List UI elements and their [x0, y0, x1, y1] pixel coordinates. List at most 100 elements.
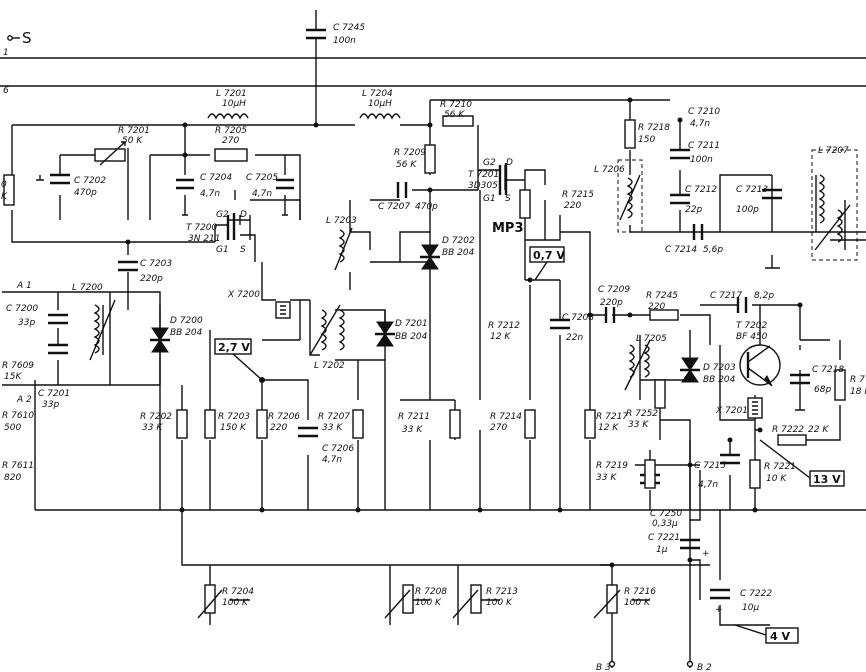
l7200-ref: L 7200: [72, 283, 103, 293]
c7200-ref: C 7200: [6, 304, 38, 314]
r7216-ref: R 7216: [624, 587, 656, 597]
c7211-value: 100n: [690, 155, 713, 165]
output-b2-label: B 2: [697, 663, 712, 672]
c7207-ref: C 7207: [378, 202, 410, 212]
t7200-value: 3N 211: [188, 234, 221, 244]
r7611-value: 820: [4, 473, 21, 483]
d7202-ref: D 7202: [442, 236, 475, 246]
r7210-ref: R 7210: [440, 100, 472, 110]
c7206-ref: C 7206: [322, 444, 354, 454]
r7218-value: 150: [638, 135, 655, 145]
resistor-symbols: [3, 115, 846, 619]
r7208-ref: R 7208: [415, 587, 447, 597]
r7203-ref: R 7203: [218, 412, 250, 422]
c7201-ref: C 7201: [38, 389, 70, 399]
r7214-value: 270: [490, 423, 507, 433]
r7212-value: 12 K: [490, 332, 511, 342]
right-resistor-ref: R 7: [850, 375, 865, 385]
c7205-ref: C 7205: [246, 173, 278, 183]
pin-s-t7200: S: [240, 245, 246, 255]
l7205-ref: L 7205: [636, 334, 667, 344]
c7209-value: 220p: [600, 298, 623, 308]
c7208-value: 22n: [566, 333, 583, 343]
r7204-value: 100 K: [222, 598, 249, 608]
r7202-value: 33 K: [142, 423, 163, 433]
pin-g1-t7200: G1: [216, 245, 229, 255]
input-a2-label: A 2: [16, 395, 32, 405]
r7204-ref: R 7204: [222, 587, 254, 597]
r7203-value: 150 K: [220, 423, 247, 433]
r7207-value: 33 K: [322, 423, 343, 433]
r7208-value: 100 K: [415, 598, 442, 608]
r7611-ref: R 7611: [2, 461, 34, 471]
c7204-ref: C 7204: [200, 173, 232, 183]
voltage-4v: 4 V: [770, 630, 790, 643]
c7245-ref: C 7245: [333, 23, 365, 33]
r7252-value: 33 K: [628, 420, 649, 430]
component-bodies: [2, 28, 858, 668]
c7202-value: 470p: [74, 188, 97, 198]
r7202-ref: R 7202: [140, 412, 172, 422]
d7201-ref: D 7201: [395, 319, 428, 329]
r7217-ref: R 7217: [596, 412, 628, 422]
c7250-value: 0,33µ: [652, 519, 678, 529]
c7213-value: 100p: [736, 205, 759, 215]
r7211-ref: R 7211: [398, 412, 430, 422]
c7215-value: 4,7n: [698, 480, 718, 490]
pin-g2-t7200: G2: [216, 210, 229, 220]
d7202-value: BB 204: [442, 248, 475, 258]
r7209-value: 56 K: [396, 160, 417, 170]
r7215-ref: R 7215: [562, 190, 594, 200]
left-resistor-value: K: [1, 192, 8, 202]
c7210-ref: C 7210: [688, 107, 720, 117]
c7212-value: 22p: [685, 205, 702, 215]
c7215-ref: C 7215: [694, 461, 726, 471]
c7209-ref: C 7209: [598, 285, 630, 295]
r7217-value: 12 K: [598, 423, 619, 433]
l7203-ref: L 7203: [326, 216, 357, 226]
r7610-value: 500: [4, 423, 21, 433]
r7222-value: 22 K: [808, 425, 829, 435]
l7204-value: 10µH: [368, 99, 392, 109]
junction-dots: [125, 97, 803, 568]
s-terminal-label: S: [22, 29, 32, 47]
r7207-ref: R 7207: [318, 412, 350, 422]
pin-d-t7201: D: [506, 158, 513, 168]
r7201-ref: R 7201: [118, 126, 150, 136]
ferrite-beads: [275, 301, 763, 419]
l7206-ref: L 7206: [594, 165, 625, 175]
c7204-value: 4,7n: [200, 189, 220, 199]
r7210-value: 56 K: [444, 110, 465, 120]
c7222-ref: C 7222: [740, 589, 772, 599]
c7213-ref: C 7213: [736, 185, 768, 195]
r7215-value: 220: [564, 201, 581, 211]
c7218-ref: C 7218: [812, 365, 844, 375]
c7201-value: 33p: [42, 400, 59, 410]
plus-c7222: +: [715, 605, 723, 615]
r7219-ref: R 7219: [596, 461, 628, 471]
r7609-value: 15K: [4, 372, 22, 382]
l7201-ref: L 7201: [216, 89, 247, 99]
c7200-value: 33p: [18, 318, 35, 328]
plus-c7221: +: [702, 549, 710, 559]
r7245-value: 220: [648, 302, 665, 312]
r7222-ref: R 7222: [772, 425, 804, 435]
r7213-ref: R 7213: [486, 587, 518, 597]
c7212-ref: C 7212: [685, 185, 717, 195]
r7252-ref: R 7252: [626, 409, 658, 419]
c7203-value: 220p: [140, 274, 163, 284]
shield-boxes: [617, 149, 858, 261]
c7205-value: 4,7n: [252, 189, 272, 199]
terminals: [2, 291, 694, 668]
r7201-value: 50 K: [122, 136, 143, 146]
r7212-ref: R 7212: [488, 321, 520, 331]
c7206-value: 4,7n: [322, 455, 342, 465]
d7200-ref: D 7200: [170, 316, 203, 326]
x7201-ref: X 7201: [715, 406, 748, 416]
pin-g2-t7201: G2: [483, 158, 496, 168]
r7205-value: 270: [222, 136, 239, 146]
diode-symbols: [150, 244, 700, 385]
c7210-value: 4,7n: [690, 119, 710, 129]
c7221-ref: C 7221: [648, 533, 680, 543]
